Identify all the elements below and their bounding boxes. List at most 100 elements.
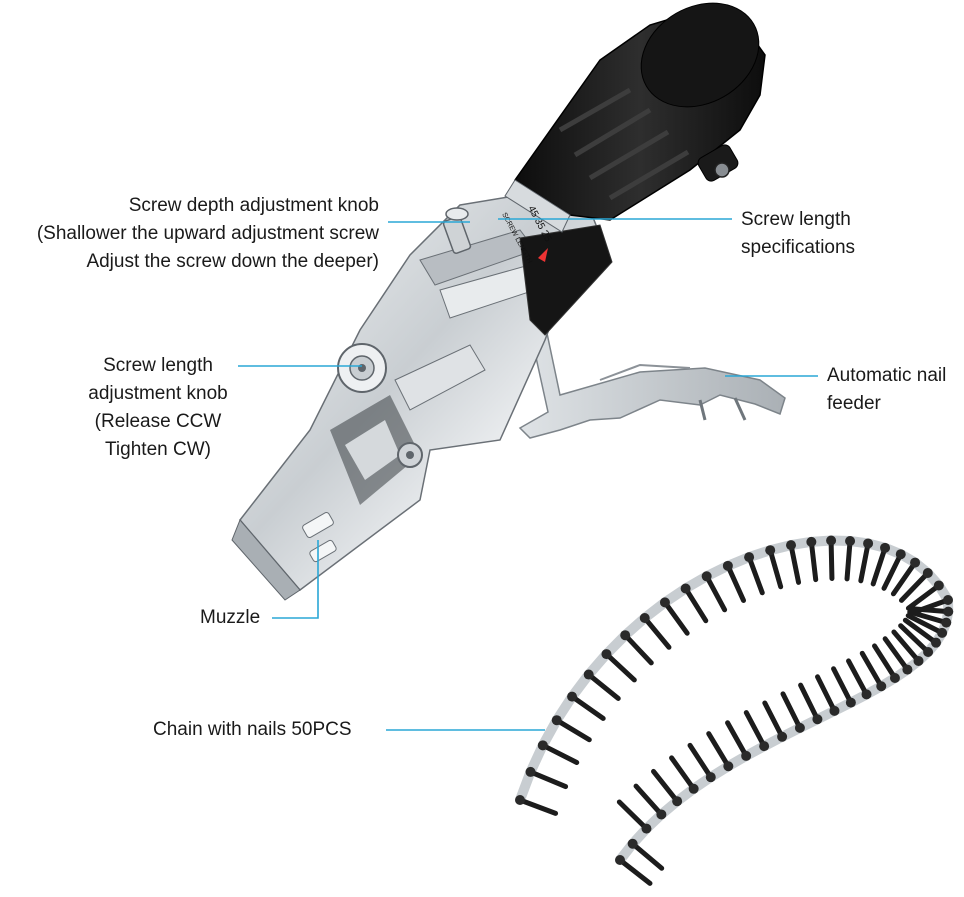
- screw: [898, 623, 931, 655]
- screw: [808, 539, 819, 583]
- screw-head: [826, 535, 837, 546]
- screw-head: [659, 597, 670, 608]
- label-nail-feeder: Automatic nail feeder: [827, 362, 946, 418]
- screw: [815, 674, 837, 714]
- screw-head: [943, 606, 954, 617]
- screw-chain: [515, 535, 954, 886]
- chain-line-1: Chain with nails 50PCS: [153, 719, 352, 740]
- screw-head: [759, 741, 770, 752]
- nail-feeder-line-1: Automatic nail: [827, 365, 947, 386]
- screw: [882, 636, 910, 673]
- screw: [586, 672, 621, 701]
- screw: [603, 651, 637, 683]
- screw-head: [922, 567, 933, 578]
- screw-head: [786, 540, 797, 551]
- screw: [617, 857, 653, 886]
- screw-head: [941, 617, 952, 628]
- length-specs-line-1: Screw length: [741, 209, 851, 230]
- screw-head: [863, 538, 874, 549]
- screw: [683, 585, 709, 624]
- screw-head: [537, 740, 548, 751]
- screw-head: [741, 750, 752, 761]
- length-knob-line-2: adjustment knob: [88, 383, 228, 404]
- screw: [780, 691, 803, 731]
- screw-head: [845, 697, 856, 708]
- length-knob-part: [337, 343, 387, 393]
- screw: [762, 700, 785, 740]
- label-muzzle: Muzzle: [200, 604, 260, 632]
- screw: [844, 538, 853, 582]
- screw-head: [639, 612, 650, 623]
- screw-head: [525, 766, 536, 777]
- screw: [517, 797, 559, 816]
- screw-head: [656, 809, 667, 820]
- screw-head: [744, 552, 755, 563]
- screw-head: [861, 689, 872, 700]
- screw-head: [943, 595, 953, 605]
- screw: [725, 563, 747, 603]
- screw-head: [688, 783, 699, 794]
- screw-head: [777, 731, 788, 742]
- screw: [905, 582, 942, 611]
- screw: [907, 609, 949, 626]
- screw: [907, 606, 951, 615]
- screw-head: [680, 583, 691, 594]
- leader-lines: [238, 218, 818, 731]
- screw-head: [880, 542, 891, 553]
- screw: [859, 650, 884, 689]
- screw: [798, 682, 820, 722]
- screw-head: [923, 647, 934, 657]
- screw: [891, 629, 922, 664]
- screw: [669, 755, 697, 792]
- screw: [540, 742, 580, 765]
- screw-head: [627, 838, 638, 849]
- screw-head: [515, 795, 525, 805]
- screw: [554, 717, 592, 743]
- screw-head: [806, 536, 817, 547]
- screw-head: [913, 655, 924, 666]
- screw: [828, 537, 835, 581]
- screw: [767, 547, 784, 590]
- screw-head: [641, 823, 652, 834]
- screw-head: [889, 672, 900, 683]
- screw: [881, 551, 904, 591]
- label-length-knob: Screw length adjustment knob (Release CC…: [72, 352, 244, 464]
- screw: [725, 720, 749, 759]
- screw-head: [937, 627, 948, 638]
- screw: [858, 540, 871, 584]
- screw-head: [829, 705, 840, 716]
- screw: [902, 617, 939, 646]
- length-knob-line-1: Screw length: [103, 355, 213, 376]
- screw: [743, 710, 767, 749]
- length-knob-line-4: Tighten CW): [105, 439, 211, 460]
- screw: [890, 560, 918, 597]
- screw: [831, 666, 854, 706]
- screw-head: [701, 571, 712, 582]
- screw-head: [672, 796, 683, 807]
- screw: [642, 615, 672, 650]
- screw-head: [933, 580, 944, 591]
- screw-head: [845, 536, 856, 547]
- screw-head: [902, 664, 913, 675]
- screw: [706, 731, 731, 769]
- screw: [704, 573, 728, 613]
- label-chain: Chain with nails 50PCS: [153, 716, 352, 744]
- screw: [528, 769, 569, 790]
- screw-head: [876, 681, 887, 692]
- screw: [898, 570, 931, 603]
- depth-knob-line-2: (Shallower the upward adjustment screw: [36, 223, 379, 244]
- screw-head: [615, 855, 625, 865]
- screw-head: [931, 637, 942, 648]
- screw-head: [583, 669, 594, 680]
- tool-body: [231, 184, 613, 601]
- screw: [633, 783, 664, 817]
- screw-head: [723, 761, 734, 772]
- screw: [846, 658, 870, 697]
- screw: [870, 545, 888, 587]
- nail-feeder-line-2: feeder: [827, 393, 881, 414]
- screw: [569, 694, 606, 721]
- label-depth-knob: Screw depth adjustment knob (Shallower t…: [37, 192, 379, 276]
- handle-part: [504, 2, 766, 233]
- screw: [662, 599, 690, 636]
- screw: [687, 742, 714, 780]
